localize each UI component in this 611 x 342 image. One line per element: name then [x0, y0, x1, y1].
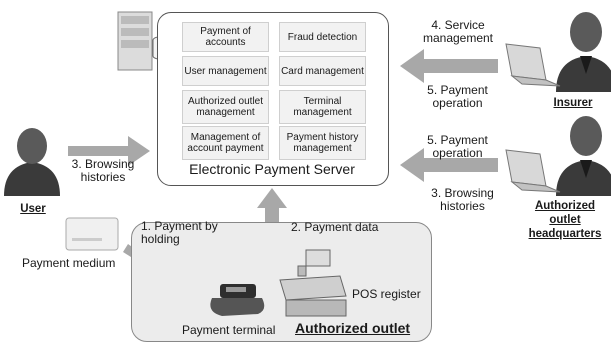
label-browsing-histories-user: 3. Browsing histories — [71, 157, 135, 184]
actor-headquarters-label: Authorized outlet headquarters — [528, 200, 602, 240]
function-management-of-account-payment: Management of account payment — [182, 126, 269, 160]
label-payment-by-holding: 1. Payment by holding — [141, 219, 218, 246]
payment-terminal-icon — [210, 284, 265, 316]
function-card-management: Card management — [279, 56, 366, 86]
arrow-outlet-to-server — [257, 188, 287, 243]
label-service-management: 4. Service management — [422, 18, 494, 45]
actor-insurer-label: Insurer — [553, 97, 593, 109]
arrow-hq-to-server — [400, 148, 498, 182]
function-authorized-outlet-management: Authorized outlet management — [182, 90, 269, 124]
pos-register-label: POS register — [352, 287, 421, 301]
pos-register-icon — [279, 249, 347, 317]
insurer-laptop-icon — [505, 43, 561, 87]
function-payment-of-accounts: Payment of accounts — [182, 22, 269, 52]
label-payment-data: 2. Payment data — [291, 220, 379, 234]
arrow-user-to-server — [68, 136, 150, 166]
function-payment-history-management: Payment history management — [279, 126, 366, 160]
user-person-icon — [4, 128, 60, 196]
server-box: Payment of accounts Fraud detection User… — [157, 12, 389, 186]
server-title: Electronic Payment Server — [189, 161, 355, 177]
label-payment-operation-insurer: 5. Payment operation — [427, 83, 488, 110]
hq-laptop-icon — [505, 149, 561, 193]
payment-card-icon — [65, 217, 119, 251]
hq-person-icon — [556, 116, 611, 196]
actor-user-label: User — [20, 203, 46, 215]
function-user-management: User management — [182, 56, 269, 86]
arrow-insurer-to-server — [400, 49, 498, 83]
label-payment-operation-hq: 5. Payment operation — [427, 133, 488, 160]
payment-terminal-label: Payment terminal — [182, 323, 276, 337]
insurer-person-icon — [556, 12, 611, 92]
function-fraud-detection: Fraud detection — [279, 22, 366, 52]
outlet-title: Authorized outlet — [295, 320, 411, 336]
payment-medium-label: Payment medium — [22, 256, 116, 270]
function-terminal-management: Terminal management — [279, 90, 366, 124]
label-browsing-histories-hq: 3. Browsing histories — [431, 186, 494, 213]
